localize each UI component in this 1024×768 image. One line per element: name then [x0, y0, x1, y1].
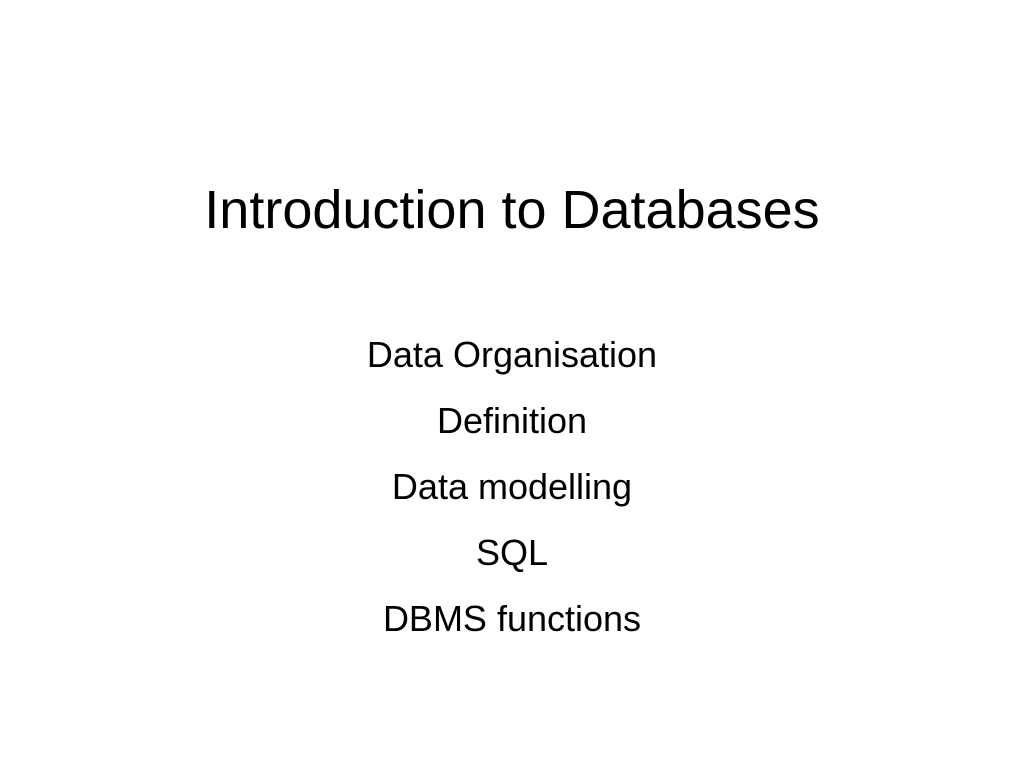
subtitle-item: DBMS functions: [382, 598, 642, 639]
slide-title: Introduction to Databases: [204, 180, 820, 240]
subtitle-item: Definition: [436, 400, 588, 441]
subtitle-item: SQL: [475, 532, 549, 573]
subtitle-item: Data modelling: [391, 466, 633, 507]
subtitle-list: Data Organisation Definition Data modell…: [0, 322, 1024, 652]
subtitle-item: Data Organisation: [366, 334, 658, 375]
